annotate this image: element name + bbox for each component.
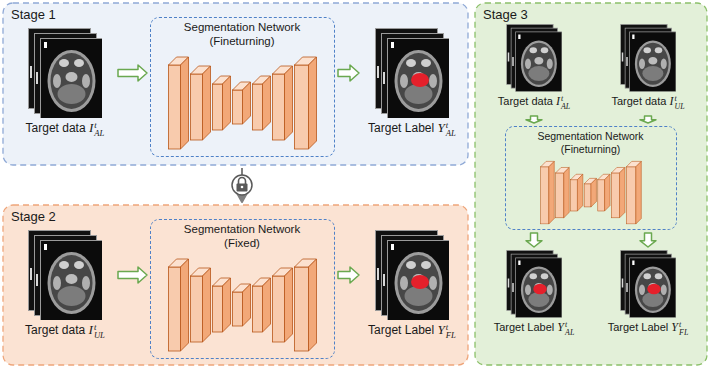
subscript: AL xyxy=(565,329,574,337)
image-node: Target Label YtFL xyxy=(595,250,701,339)
flow-arrow xyxy=(118,65,147,81)
script-stack: tFL xyxy=(679,321,688,336)
caption-text: Target data xyxy=(25,323,88,337)
stage-panel: Stage 3Target data ItALTarget data ItULS… xyxy=(475,3,707,365)
superscript: t xyxy=(446,121,456,129)
flow-arrow xyxy=(338,267,359,283)
script-stack: tAL xyxy=(446,121,456,137)
math-symbol: I xyxy=(89,120,93,135)
math-symbol: Y xyxy=(557,320,564,334)
subscript: FL xyxy=(446,331,456,339)
lock-arrow xyxy=(237,168,247,202)
network-layers xyxy=(169,57,317,149)
math-symbol: I xyxy=(556,94,560,108)
lock-body xyxy=(237,184,248,192)
panel-ground xyxy=(3,205,468,365)
flow-arrow xyxy=(640,233,656,247)
image-caption: Target Label YtAL xyxy=(368,120,456,137)
caption-text: Target data xyxy=(498,95,556,107)
image-caption: Target Label YtFL xyxy=(368,322,456,339)
flow-arrow xyxy=(118,267,147,283)
image-caption: Target data ItUL xyxy=(611,94,684,110)
image-caption: Target data ItAL xyxy=(26,120,105,137)
subscript: AL xyxy=(561,103,570,111)
superscript: t xyxy=(675,95,685,103)
math-symbol: Y xyxy=(671,320,678,334)
network-box: Segmentation Network (Fineturning) xyxy=(150,17,335,157)
superscript: t xyxy=(679,321,688,329)
superscript: t xyxy=(94,323,105,331)
network-label: Segmentation Network (Fineturning) xyxy=(531,130,651,155)
flow-arrow xyxy=(640,116,656,123)
subscript: FL xyxy=(679,329,688,337)
stage-panel: Stage 2Target data ItULSegmentation Netw… xyxy=(3,205,468,365)
lock-keyhole xyxy=(241,186,244,189)
superscript: t xyxy=(565,321,574,329)
caption-text: Target Label xyxy=(368,323,437,337)
network-box: Segmentation Network (Fineturning) xyxy=(505,126,677,230)
mri-stack xyxy=(29,231,103,321)
image-caption: Target data ItUL xyxy=(25,322,105,339)
lock-badge xyxy=(232,175,252,195)
image-node: Target data ItAL xyxy=(15,28,115,140)
caption-text: Target Label xyxy=(608,321,672,333)
image-node: Target data ItUL xyxy=(15,230,115,342)
script-stack: tUL xyxy=(94,323,105,339)
network-layers xyxy=(169,259,317,351)
script-stack: tAL xyxy=(561,95,570,110)
script-stack: tAL xyxy=(94,121,104,137)
panel-ground xyxy=(3,3,468,165)
image-caption: Target Label YtAL xyxy=(494,320,575,336)
script-stack: tUL xyxy=(675,95,685,110)
stage-title: Stage 1 xyxy=(11,7,56,23)
network-box: Segmentation Network (Fixed) xyxy=(150,219,335,359)
math-symbol: Y xyxy=(437,322,444,337)
flow-arrow xyxy=(526,233,542,247)
mri-stack xyxy=(507,250,563,318)
script-stack: tFL xyxy=(446,323,456,339)
network-label: Segmentation Network (Fineturning) xyxy=(177,21,307,49)
image-node: Target Label YtAL xyxy=(481,250,587,339)
network-layers xyxy=(541,161,642,224)
mri-stack xyxy=(376,29,450,119)
image-node: Target data ItUL xyxy=(595,24,701,113)
mri-stack xyxy=(507,24,563,92)
mri-stack xyxy=(376,231,450,321)
mri-stack xyxy=(621,250,677,318)
panel-ground xyxy=(475,3,707,365)
script-stack: tAL xyxy=(565,321,574,336)
superscript: t xyxy=(446,323,456,331)
image-caption: Target data ItAL xyxy=(498,94,570,110)
caption-text: Target data xyxy=(611,95,669,107)
superscript: t xyxy=(94,121,104,129)
subscript: AL xyxy=(94,129,104,137)
mri-stack xyxy=(29,29,103,119)
image-caption: Target Label YtFL xyxy=(608,320,689,336)
image-node: Target data ItAL xyxy=(481,24,587,113)
math-symbol: I xyxy=(669,94,673,108)
caption-text: Target Label xyxy=(494,321,558,333)
caption-text: Target Label xyxy=(368,121,437,135)
stage-title: Stage 3 xyxy=(483,7,528,23)
stage-panel: Stage 1Target data ItALSegmentation Netw… xyxy=(3,3,468,165)
image-node: Target Label YtAL xyxy=(362,28,462,140)
lock-shackle xyxy=(239,178,246,185)
stage-title: Stage 2 xyxy=(11,209,56,225)
math-symbol: I xyxy=(88,322,92,337)
mri-stack xyxy=(621,24,677,92)
superscript: t xyxy=(561,95,570,103)
math-symbol: Y xyxy=(437,120,444,135)
flow-arrow xyxy=(338,65,359,81)
caption-text: Target data xyxy=(26,121,89,135)
subscript: AL xyxy=(446,129,456,137)
image-node: Target Label YtFL xyxy=(362,230,462,342)
subscript: UL xyxy=(94,331,105,339)
subscript: UL xyxy=(675,103,685,111)
flow-arrow xyxy=(526,116,542,123)
network-label: Segmentation Network (Fixed) xyxy=(177,223,307,251)
